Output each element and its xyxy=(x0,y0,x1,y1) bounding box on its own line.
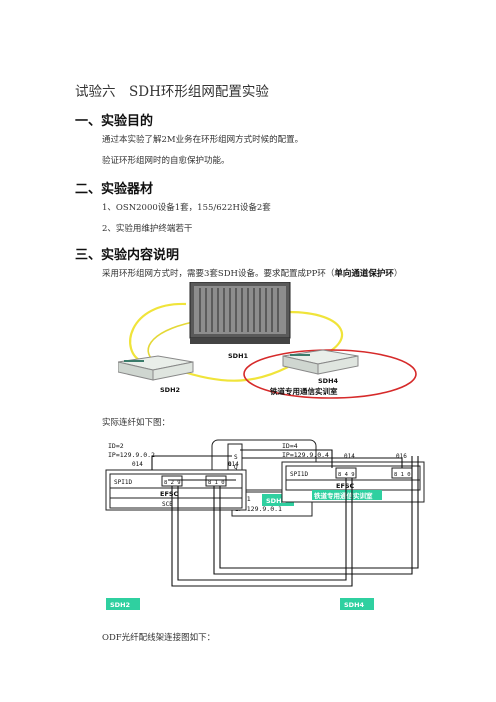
node2-id: ID=2 xyxy=(108,442,124,450)
rack-label-q: Q xyxy=(234,464,238,471)
sdh4-box xyxy=(282,349,359,375)
node2-ip: IP=129.9.0.2 xyxy=(108,451,155,459)
section-heading-content: 三、实验内容说明 xyxy=(75,248,180,263)
content-intro-text: 采用环形组网方式时，需要3套SDH设备。要求配置成PP环（ xyxy=(102,269,335,279)
node1-ip: IP=129.9.0.1 xyxy=(235,505,282,513)
node4-ip: IP=129.9.0.4 xyxy=(282,451,329,459)
photo-label-sdh4: SDH4 xyxy=(318,377,339,385)
node4-tag xyxy=(340,598,374,610)
node2-slot-right: 014 xyxy=(228,461,239,468)
purpose-line-2: 验证环形组网时的自愈保护功能。 xyxy=(102,156,230,166)
equipment-line-1: 1、OSN2000设备1套，155/622H设备2套 xyxy=(102,203,271,213)
purpose-line-1: 通过本实验了解2M业务在环形组网方式时候的配置。 xyxy=(102,135,304,145)
wiring-diagram: S 1 Q 4 ID=1 IP=129.9.0.1 SDH1 ID=2 IP=1… xyxy=(105,439,425,610)
node2-tag-text: SDH2 xyxy=(110,601,130,609)
sdh2-box xyxy=(118,355,194,381)
node4-slot: 014 xyxy=(344,453,355,460)
photo-label-sdh1: SDH1 xyxy=(228,352,249,360)
node4-spi: SPI1D xyxy=(290,471,308,478)
rack-label-s: S xyxy=(234,454,238,461)
fibre-links xyxy=(151,449,419,587)
content-intro-bold: 单向通道保护环 xyxy=(334,269,394,279)
section-heading-equipment: 二、实验器材 xyxy=(75,182,154,197)
node2-slot: 014 xyxy=(132,461,143,468)
wiring-caption: 实际连纤如下图： xyxy=(102,418,171,428)
content-intro: 采用环形组网方式时，需要3套SDH设备。要求配置成PP环（单向通道保护环） xyxy=(102,267,402,279)
node4-efsc: EFSC xyxy=(336,482,355,490)
node4-id: ID=4 xyxy=(282,442,298,450)
section-heading-purpose: 一、实验目的 xyxy=(75,114,154,129)
node2-tag xyxy=(106,598,140,610)
node2-port-b: 8 1 0 xyxy=(208,480,225,486)
node2-efsc: EFSC xyxy=(160,490,179,498)
sdh1-rack xyxy=(189,282,291,344)
node2-chassis xyxy=(105,469,247,511)
equipment-photo: SDH1 SDH2 SDH4 铁道专用通信实训室 xyxy=(118,282,417,399)
content-intro-end: ） xyxy=(393,269,403,279)
rack-label-1: 1 xyxy=(228,461,232,468)
node4-chassis xyxy=(281,461,425,503)
node4-port-a: 8 4 9 xyxy=(338,472,355,478)
equipment-line-2: 2、实验用维护终端若干 xyxy=(102,224,193,234)
photo-label-sdh2: SDH2 xyxy=(160,386,180,394)
node4-port-b: 8 1 0 xyxy=(394,472,411,478)
page-title: 试验六 SDH环形组网配置实验 xyxy=(75,84,269,100)
node1-tag-text: SDH1 xyxy=(266,497,287,505)
node2-scb: SCB xyxy=(162,501,173,508)
node2-port-a: 8 2 9 xyxy=(164,480,181,486)
photo-lab-name: 铁道专用通信实训室 xyxy=(270,386,338,396)
odf-caption: ODF光纤配线架连接图如下： xyxy=(102,633,216,643)
node4-tag-text: SDH4 xyxy=(344,601,365,609)
node4-lab: 铁道专用通信实训室 xyxy=(313,491,373,500)
node4-slot2: 016 xyxy=(396,453,407,460)
node2-spi: SPI1D xyxy=(114,479,132,486)
lab-highlight-ellipse xyxy=(243,349,417,399)
